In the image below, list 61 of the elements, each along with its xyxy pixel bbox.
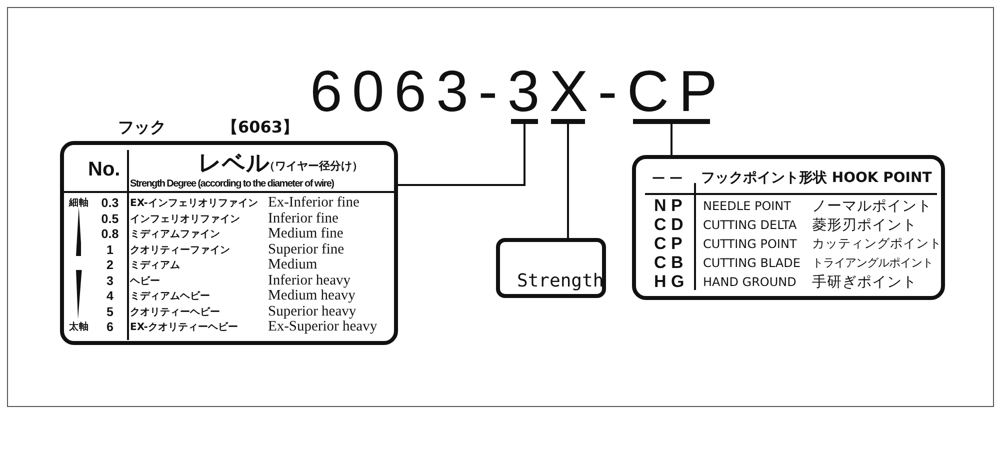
- leader-line: [398, 124, 526, 186]
- grade-name: Ex-Inferior fine: [268, 194, 360, 212]
- point-code: C P: [654, 234, 682, 254]
- grade-name: ヘビー: [130, 274, 160, 288]
- column-header: — —: [652, 170, 683, 186]
- grade-name: Medium heavy: [268, 288, 356, 304]
- grade-name: Ex-Superior heavy: [268, 318, 378, 336]
- grade-name: Medium: [268, 256, 318, 274]
- grade-name: ミディアムファイン: [130, 228, 220, 241]
- box-label: Strength: [517, 270, 604, 292]
- underline-bar: [633, 119, 710, 124]
- size-number: 2: [106, 258, 114, 272]
- point-name: 菱形刃ポイント: [812, 216, 917, 234]
- table-title: フックポイント形状 HOOK POINT: [701, 169, 932, 187]
- point-code: C D: [654, 215, 684, 235]
- column-header: No.: [88, 158, 120, 182]
- part-code-title: 6063-3X-CP: [310, 63, 728, 121]
- leader-line: [670, 124, 672, 155]
- size-number: 6: [106, 320, 114, 334]
- size-number: 3: [106, 274, 114, 288]
- grade-name: Medium fine: [268, 226, 344, 242]
- grade-name: クオリティーファイン: [130, 244, 230, 256]
- grade-name: Superior fine: [268, 241, 344, 258]
- point-name: CUTTING DELTA: [703, 218, 797, 232]
- table-box: [60, 141, 398, 345]
- size-number: 0.5: [101, 212, 119, 226]
- size-number: 0.3: [101, 196, 119, 210]
- underline-bar: [511, 119, 538, 124]
- heading-label: フック: [118, 118, 166, 138]
- column-caption: Strength Degree (according to the diameter of wire): [130, 178, 334, 190]
- point-name: 手研ぎポイント: [812, 273, 917, 292]
- grade-name: Superior heavy: [268, 303, 356, 320]
- grade-name: ミディアム: [130, 259, 180, 272]
- size-number: 0.8: [101, 227, 119, 241]
- grade-name: EX-インフェリオリファイン: [130, 197, 258, 210]
- point-name: NEEDLE POINT: [703, 199, 791, 213]
- grade-name: クオリティーヘビー: [130, 306, 220, 318]
- point-code: C B: [654, 253, 684, 273]
- point-name: HAND GROUND: [703, 275, 796, 289]
- size-number: 5: [106, 304, 114, 318]
- model-number: 【6063】: [222, 118, 299, 138]
- point-code: N P: [654, 196, 682, 216]
- grade-name: ミディアムヘビー: [130, 290, 210, 303]
- grade-name: Inferior heavy: [268, 272, 351, 289]
- table-box: [632, 155, 945, 300]
- grade-name: EX-クオリティーヘビー: [130, 320, 238, 334]
- grade-name: インフェリオリファイン: [130, 212, 240, 226]
- thickness-label: 太軸: [69, 320, 89, 334]
- point-name: CUTTING BLADE: [703, 256, 800, 270]
- point-name: カッティングポイント: [812, 236, 942, 252]
- grade-name: Inferior fine: [268, 210, 338, 227]
- point-name: CUTTING POINT: [703, 237, 797, 251]
- point-code: H G: [654, 272, 684, 292]
- point-name: ノーマルポイント: [812, 198, 932, 216]
- leader-line: [567, 124, 569, 238]
- size-number: 1: [106, 242, 114, 256]
- point-name: トライアングルポイント: [812, 256, 933, 270]
- thickness-label: 細軸: [69, 196, 89, 210]
- label-box: [496, 238, 606, 298]
- size-number: 4: [106, 289, 114, 303]
- underline-bar: [551, 119, 585, 124]
